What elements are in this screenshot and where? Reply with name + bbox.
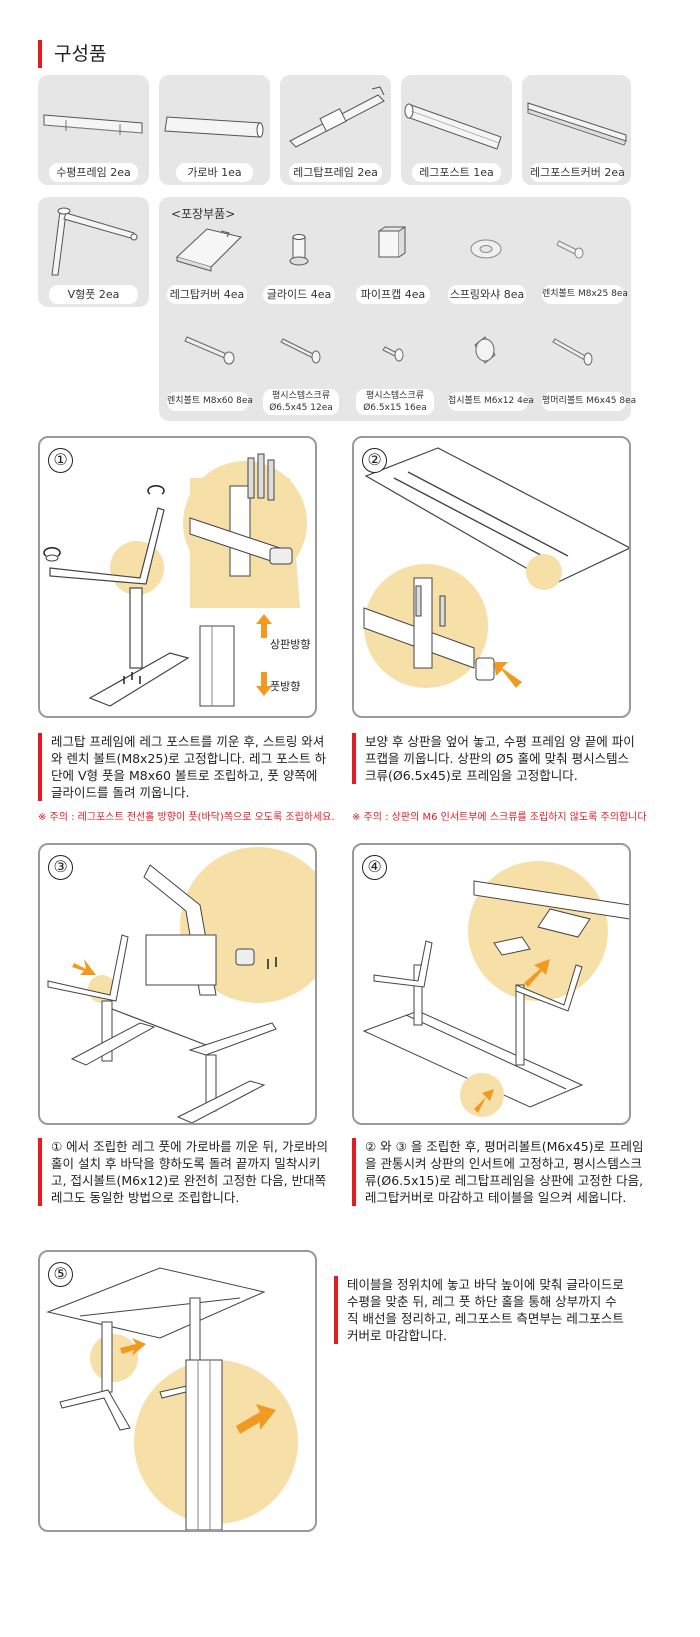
v-foot-icon bbox=[51, 207, 138, 276]
wrench-bolt-m8x25-icon bbox=[556, 240, 584, 259]
package-parts-card: <포장부품> 레그탑커버 4ea 글라이드 4ea 파이프캡 4ea 스프링와샤… bbox=[159, 197, 636, 421]
flat-head-bolt-icon bbox=[552, 338, 593, 366]
leg-top-cover-icon bbox=[176, 228, 242, 272]
package-item-label: 스프링와샤 8ea bbox=[448, 285, 526, 304]
package-item-label: 평머리볼트 M6x45 8ea bbox=[542, 392, 636, 411]
package-item-label: 레그탑커버 4ea bbox=[167, 285, 247, 304]
package-item-label: 렌치볼트 M8x25 8ea bbox=[542, 285, 628, 304]
step-5-illustration bbox=[46, 1267, 298, 1530]
package-item-label: 접시볼트 M6x12 4ea bbox=[448, 392, 534, 411]
step-number: ① bbox=[48, 448, 73, 473]
step-number: ③ bbox=[48, 855, 73, 880]
package-item-line2: Ø6.5x45 12ea bbox=[269, 403, 333, 413]
step-1-panel: ① 상판방향 풋방향 bbox=[38, 436, 317, 718]
callout-top-direction: 상판방향 bbox=[270, 638, 311, 651]
leg-post-icon bbox=[404, 103, 502, 150]
step-1-illustration bbox=[43, 453, 307, 707]
section-title: 구성품 bbox=[38, 40, 106, 68]
component-card-crossbar: 가로바 1ea bbox=[159, 75, 270, 185]
step-2-note: ※ 주의 : 상판의 M6 인서트부에 스크류를 조립하지 않도록 주의합니다 bbox=[352, 812, 647, 823]
package-title: <포장부품> bbox=[171, 207, 236, 221]
step-3-description: ① 에서 조립한 레그 풋에 가로바를 끼운 뒤, 가로바의 홀이 설치 후 바… bbox=[38, 1138, 333, 1206]
step-1-description: 레그탑 프레임에 레그 포스트를 끼운 후, 스트링 와셔와 렌치 볼트(M8x… bbox=[38, 733, 328, 801]
package-item-label: 파이프캡 4ea bbox=[356, 285, 430, 304]
wrench-bolt-m8x60-icon bbox=[184, 336, 235, 365]
component-card-horizontal-frame: 수평프레임 2ea bbox=[38, 75, 149, 185]
flat-screw-45-icon bbox=[280, 338, 321, 364]
step-3-panel: ③ bbox=[38, 843, 317, 1125]
component-card-v-foot: V형풋 2ea bbox=[38, 197, 149, 307]
crossbar-icon bbox=[164, 116, 264, 138]
step-4-panel: ④ bbox=[352, 843, 631, 1125]
step-3-illustration bbox=[47, 847, 315, 1123]
step-number: ⑤ bbox=[48, 1262, 73, 1287]
package-item-line1: 평시스템스크류 bbox=[366, 391, 424, 401]
step-5-description: 테이블을 정위치에 놓고 바닥 높이에 맞춰 글라이드로 수평을 맞춘 뒤, 레… bbox=[334, 1276, 626, 1344]
step-2-panel: ② bbox=[352, 436, 631, 718]
component-label: 레그포스트 1ea bbox=[412, 163, 501, 182]
package-item-line1: 평시스템스크류 bbox=[272, 391, 330, 401]
step-number: ④ bbox=[362, 855, 387, 880]
component-label: 레그포스트커버 2ea bbox=[530, 163, 625, 182]
component-label: 레그탑프레임 2ea bbox=[289, 163, 382, 182]
pipe-cap-icon bbox=[378, 226, 406, 258]
step-1-note: ※ 주의 : 레그포스트 전선홀 방향이 풋(바닥)쪽으로 오도록 조립하세요. bbox=[38, 812, 335, 823]
callout-foot-direction: 풋방향 bbox=[270, 680, 301, 693]
step-number: ② bbox=[362, 448, 387, 473]
package-item-label-two-line: 평시스템스크류 Ø6.5x15 16ea bbox=[356, 389, 434, 415]
glide-icon bbox=[289, 234, 309, 266]
component-card-leg-post: 레그포스트 1ea bbox=[401, 75, 512, 185]
package-item-label: 렌치볼트 M8x60 8ea bbox=[167, 392, 253, 411]
step-5-panel: ⑤ bbox=[38, 1250, 317, 1532]
package-item-line2: Ø6.5x15 16ea bbox=[363, 403, 427, 413]
package-item-label-two-line: 평시스템스크류 Ø6.5x45 12ea bbox=[263, 389, 339, 415]
spring-washer-icon bbox=[470, 239, 502, 259]
horizontal-frame-icon bbox=[43, 114, 143, 135]
step-4-description: ② 와 ③ 을 조립한 후, 평머리볼트(M6x45)로 프레임을 관통시켜 상… bbox=[352, 1138, 644, 1206]
leg-post-cover-icon bbox=[527, 102, 627, 146]
step-2-description: 보양 후 상판을 엎어 놓고, 수평 프레임 양 끝에 파이프캡을 끼웁니다. … bbox=[352, 733, 637, 784]
component-label: V형풋 2ea bbox=[49, 285, 138, 304]
component-label: 가로바 1ea bbox=[176, 163, 253, 182]
component-card-leg-top-frame: 레그탑프레임 2ea bbox=[280, 75, 391, 185]
package-parts-illustrations bbox=[176, 226, 593, 366]
leg-top-frame-icon bbox=[289, 86, 385, 148]
step-2-illustration bbox=[363, 447, 629, 688]
component-card-leg-post-cover: 레그포스트커버 2ea bbox=[522, 75, 631, 185]
component-label: 수평프레임 2ea bbox=[49, 163, 138, 182]
package-item-label: 글라이드 4ea bbox=[263, 285, 335, 304]
flat-screw-15-icon bbox=[382, 346, 404, 362]
countersunk-bolt-icon bbox=[474, 336, 496, 364]
step-4-illustration bbox=[362, 861, 629, 1117]
